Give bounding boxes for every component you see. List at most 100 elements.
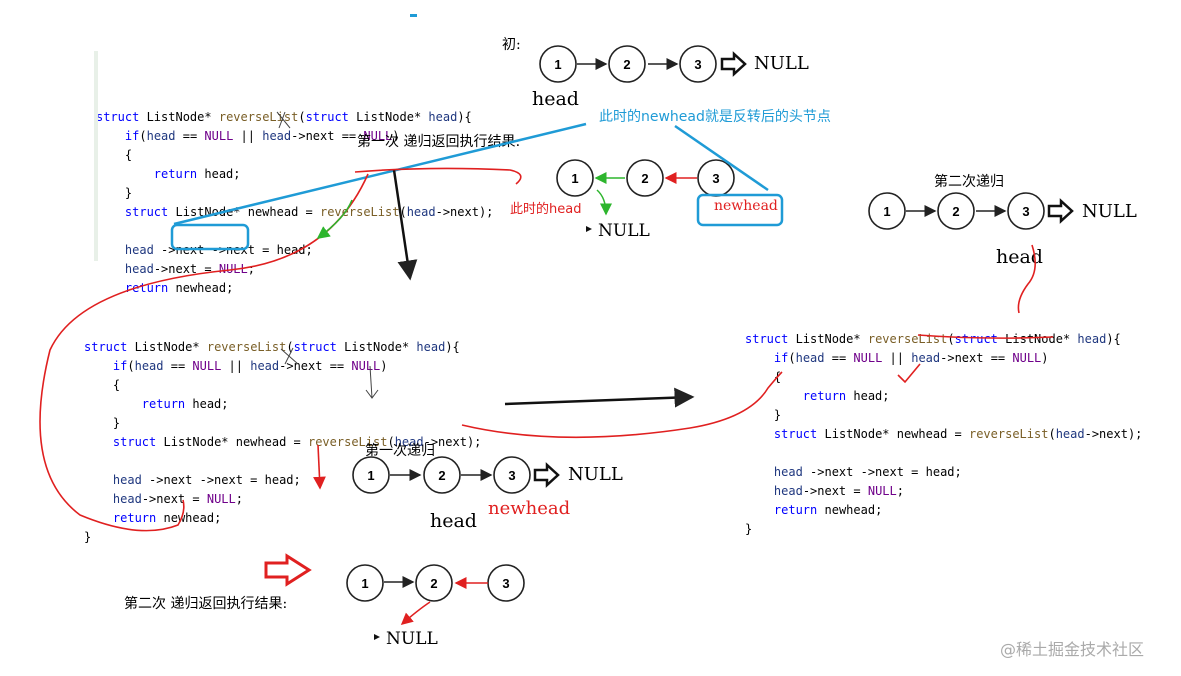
node-label-second-recursion: 1 xyxy=(883,204,890,219)
label-newhead-first-recursion: newhead xyxy=(488,498,571,519)
big-red-arrow xyxy=(264,553,312,587)
red-check xyxy=(897,363,921,384)
node-label-ret2: 1 xyxy=(361,576,368,591)
label-newhead-first: newhead xyxy=(714,198,778,214)
red-down-arrow xyxy=(313,444,326,490)
node-circle-second-recursion xyxy=(1007,192,1045,230)
code-line: if(head == NULL || head->next == NULL) xyxy=(124,129,400,143)
code-block-right: struct ListNode* reverseList(struct List… xyxy=(743,292,1178,536)
node-circle-second-recursion xyxy=(868,192,906,230)
code-line: } xyxy=(96,186,133,200)
red-underline-right xyxy=(917,334,1054,339)
code-line: struct ListNode* reverseList(struct List… xyxy=(745,332,1121,346)
node-label-ret1: 1 xyxy=(571,171,578,186)
red-curve-head xyxy=(1017,244,1036,314)
node-label-ret2: 2 xyxy=(430,576,437,591)
down-arrow-middle xyxy=(365,365,379,399)
blue-box-newhead-label xyxy=(696,193,784,227)
code-line: head ->next ->next = head; xyxy=(773,465,962,479)
code-line: return newhead; xyxy=(124,281,234,295)
code-line: if(head == NULL || head->next == NULL) xyxy=(112,359,388,373)
code-line: { xyxy=(96,148,133,162)
node-label-ret1: 2 xyxy=(641,171,648,186)
node-label-first-recursion: 1 xyxy=(367,468,374,483)
code-line: head ->next ->next = head; xyxy=(112,473,301,487)
code-line: struct ListNode* newhead = reverseList(h… xyxy=(773,427,1143,441)
code-line: } xyxy=(84,530,92,544)
green-down-arrow xyxy=(316,199,353,239)
red-loop-left xyxy=(39,173,369,532)
code-block-top: struct ListNode* reverseList(struct List… xyxy=(94,51,514,314)
code-line: struct ListNode* reverseList(struct List… xyxy=(96,110,472,124)
node-label-initial: 1 xyxy=(554,57,561,72)
node-circle-ret2 xyxy=(415,564,453,602)
code-line: head->next = NULL; xyxy=(773,484,904,498)
label-head-now: 此时的head xyxy=(510,202,582,217)
label-first-return-result: 第一次 递归返回执行结果: xyxy=(357,134,521,150)
node-label-ret2: 3 xyxy=(502,576,509,591)
black-arrow-right xyxy=(504,387,695,408)
null-arrow-firstrec xyxy=(533,462,560,488)
red-loop-right xyxy=(461,371,783,439)
x-mark-middle xyxy=(280,347,299,365)
blue-dash-marker xyxy=(410,14,417,17)
null-bullet-top xyxy=(586,226,592,232)
watermark: @稀土掘金技术社区 xyxy=(1000,640,1145,659)
node-label-first-recursion: 2 xyxy=(438,468,445,483)
label-head-first-recursion: head xyxy=(430,510,477,532)
code-line: { xyxy=(84,378,121,392)
label-null-after-first: NULL xyxy=(598,221,650,241)
code-line: return newhead; xyxy=(112,511,222,525)
blue-box-newhead-code xyxy=(170,223,250,251)
code-line: return head; xyxy=(802,389,890,403)
black-arrow-down xyxy=(392,169,418,281)
code-line: struct ListNode* newhead = reverseList(h… xyxy=(112,435,482,449)
blue-line-right xyxy=(674,124,769,192)
label-null-initial: NULL xyxy=(754,53,809,74)
label-initial: 初: xyxy=(502,37,521,53)
node-circle-first-recursion xyxy=(423,456,461,494)
label-second-return-result: 第二次 递归返回执行结果: xyxy=(124,596,288,612)
node-circle-ret1 xyxy=(626,159,664,197)
label-second-recursion: 第二次递归 xyxy=(934,174,1004,190)
code-line: head->next = NULL; xyxy=(112,492,243,506)
label-null-first-recursion: NULL xyxy=(568,464,623,485)
node-label-initial: 3 xyxy=(694,57,701,72)
code-line: } xyxy=(84,416,121,430)
code-line: struct ListNode* newhead = reverseList(h… xyxy=(124,205,494,219)
code-line: } xyxy=(745,522,753,536)
code-line: if(head == NULL || head->next == NULL) xyxy=(773,351,1049,365)
node-label-second-recursion: 3 xyxy=(1022,204,1029,219)
label-null-second-return: NULL xyxy=(386,629,438,649)
label-null-second-recursion: NULL xyxy=(1082,201,1137,222)
node-circle-ret1 xyxy=(556,159,594,197)
blue-line xyxy=(173,122,587,226)
node-circle-first-recursion xyxy=(352,456,390,494)
null-arrow-second xyxy=(1047,198,1074,224)
code-line: return newhead; xyxy=(773,503,883,517)
node-circle-first-recursion xyxy=(493,456,531,494)
code-line: return head; xyxy=(153,167,241,181)
arrow-ret1-1-null xyxy=(596,189,612,216)
label-head-initial: head xyxy=(532,88,579,110)
code-line: struct ListNode* reverseList(struct List… xyxy=(84,340,460,354)
node-circle-initial xyxy=(608,45,646,83)
node-label-initial: 2 xyxy=(623,57,630,72)
null-arrow-initial xyxy=(720,51,747,77)
label-newhead-is-head: 此时的newhead就是反转后的头节点 xyxy=(599,109,831,125)
node-circle-initial xyxy=(539,45,577,83)
code-line: } xyxy=(745,408,782,422)
label-first-recursion: 第一次递归 xyxy=(365,443,435,459)
node-label-ret1: 3 xyxy=(712,171,719,186)
label-head-second-recursion: head xyxy=(996,246,1043,268)
code-line: return head; xyxy=(141,397,229,411)
red-underline-top xyxy=(354,167,522,185)
node-label-first-recursion: 3 xyxy=(508,468,515,483)
node-circle-ret2 xyxy=(346,564,384,602)
arrow-ret2-2-null xyxy=(400,601,431,625)
node-circle-initial xyxy=(679,45,717,83)
node-circle-second-recursion xyxy=(937,192,975,230)
x-mark-top xyxy=(276,111,291,129)
null-bullet-bottom xyxy=(374,634,380,640)
node-label-second-recursion: 2 xyxy=(952,204,959,219)
